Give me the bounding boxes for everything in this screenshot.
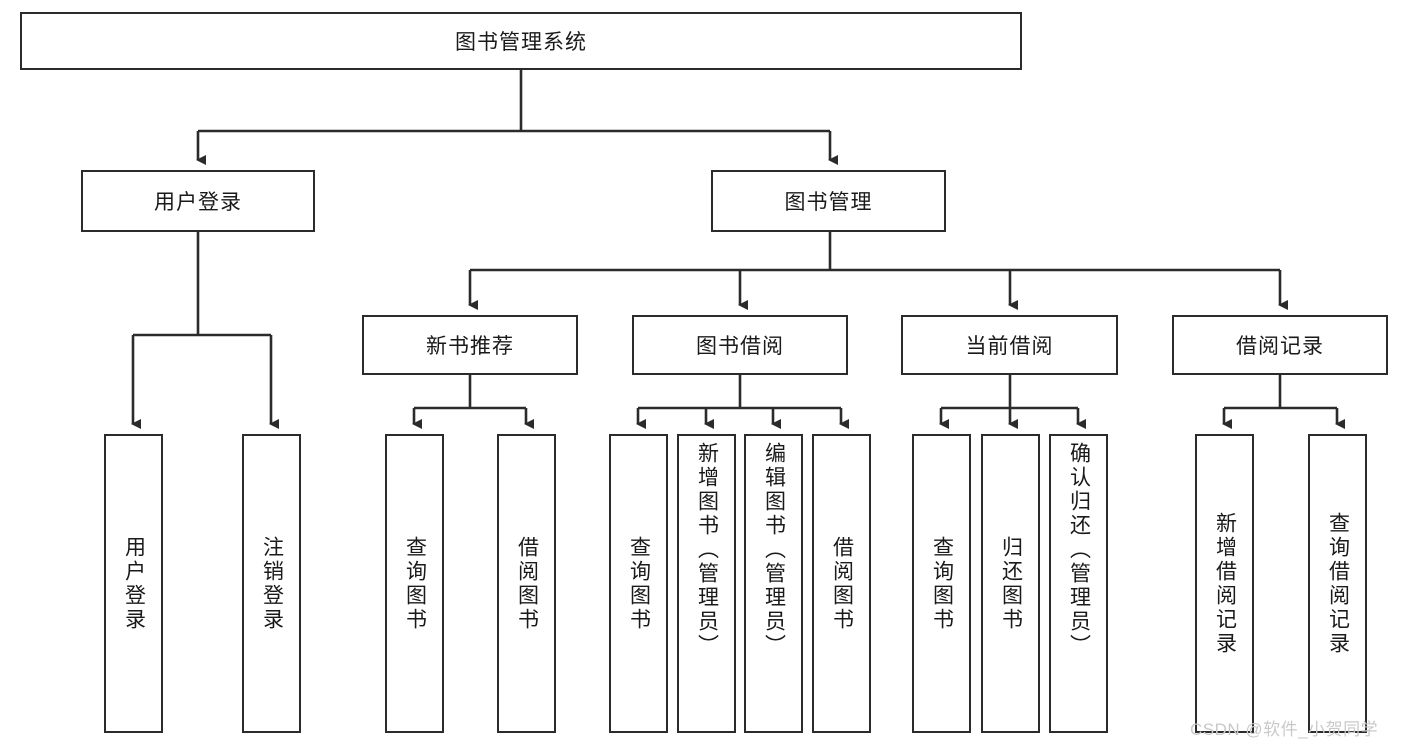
node-book-borrow[interactable]: 图书借阅 [632, 315, 848, 375]
leaf-book-borrow-query[interactable]: 查询图书 [609, 434, 668, 733]
leaf-borrow-record-query[interactable]: 查询借阅记录 [1308, 434, 1367, 733]
leaf-book-borrow-edit[interactable]: 编辑图书（管理员） [744, 434, 803, 733]
leaf-new-book-borrow[interactable]: 借阅图书 [497, 434, 556, 733]
node-book-management[interactable]: 图书管理 [711, 170, 946, 232]
leaf-current-borrow-query[interactable]: 查询图书 [912, 434, 971, 733]
leaf-borrow-record-add-label: 新增借阅记录 [1213, 511, 1237, 656]
csdn-watermark: CSDN @软件_小贺同学 [1190, 720, 1379, 739]
node-borrow-record-label: 借阅记录 [1236, 335, 1324, 358]
leaf-current-borrow-return[interactable]: 归还图书 [981, 434, 1040, 733]
leaf-book-borrow-borrow-label: 借阅图书 [830, 535, 854, 632]
node-current-borrow[interactable]: 当前借阅 [901, 315, 1118, 375]
leaf-borrow-record-add[interactable]: 新增借阅记录 [1195, 434, 1254, 733]
leaf-book-borrow-add-label: 新增图书（管理员） [695, 442, 719, 658]
leaf-book-borrow-edit-label: 编辑图书（管理员） [762, 442, 786, 658]
leaf-book-borrow-add[interactable]: 新增图书（管理员） [677, 434, 736, 733]
leaf-user-login-signin-label: 用户登录 [122, 535, 146, 632]
leaf-current-borrow-confirm[interactable]: 确认归还（管理员） [1049, 434, 1108, 733]
node-book-management-label: 图书管理 [784, 191, 873, 214]
node-new-book-recommend[interactable]: 新书推荐 [362, 315, 578, 375]
node-user-login[interactable]: 用户登录 [81, 170, 315, 232]
leaf-user-login-signout-label: 注销登录 [260, 535, 284, 632]
node-borrow-record[interactable]: 借阅记录 [1172, 315, 1388, 375]
node-root[interactable]: 图书管理系统 [20, 12, 1022, 70]
leaf-current-borrow-query-label: 查询图书 [930, 535, 954, 632]
leaf-new-book-query[interactable]: 查询图书 [385, 434, 444, 733]
leaf-current-borrow-confirm-label: 确认归还（管理员） [1067, 442, 1091, 658]
leaf-new-book-borrow-label: 借阅图书 [515, 535, 539, 632]
leaf-new-book-query-label: 查询图书 [403, 535, 427, 632]
leaf-user-login-signout[interactable]: 注销登录 [242, 434, 301, 733]
node-root-label: 图书管理系统 [455, 31, 587, 54]
node-new-book-recommend-label: 新书推荐 [426, 335, 514, 358]
leaf-current-borrow-return-label: 归还图书 [999, 535, 1023, 632]
leaf-borrow-record-query-label: 查询借阅记录 [1326, 511, 1350, 656]
leaf-book-borrow-query-label: 查询图书 [627, 535, 651, 632]
node-user-login-label: 用户登录 [154, 191, 242, 214]
leaf-user-login-signin[interactable]: 用户登录 [104, 434, 163, 733]
leaf-book-borrow-borrow[interactable]: 借阅图书 [812, 434, 871, 733]
node-current-borrow-label: 当前借阅 [965, 335, 1054, 358]
node-book-borrow-label: 图书借阅 [696, 335, 784, 358]
